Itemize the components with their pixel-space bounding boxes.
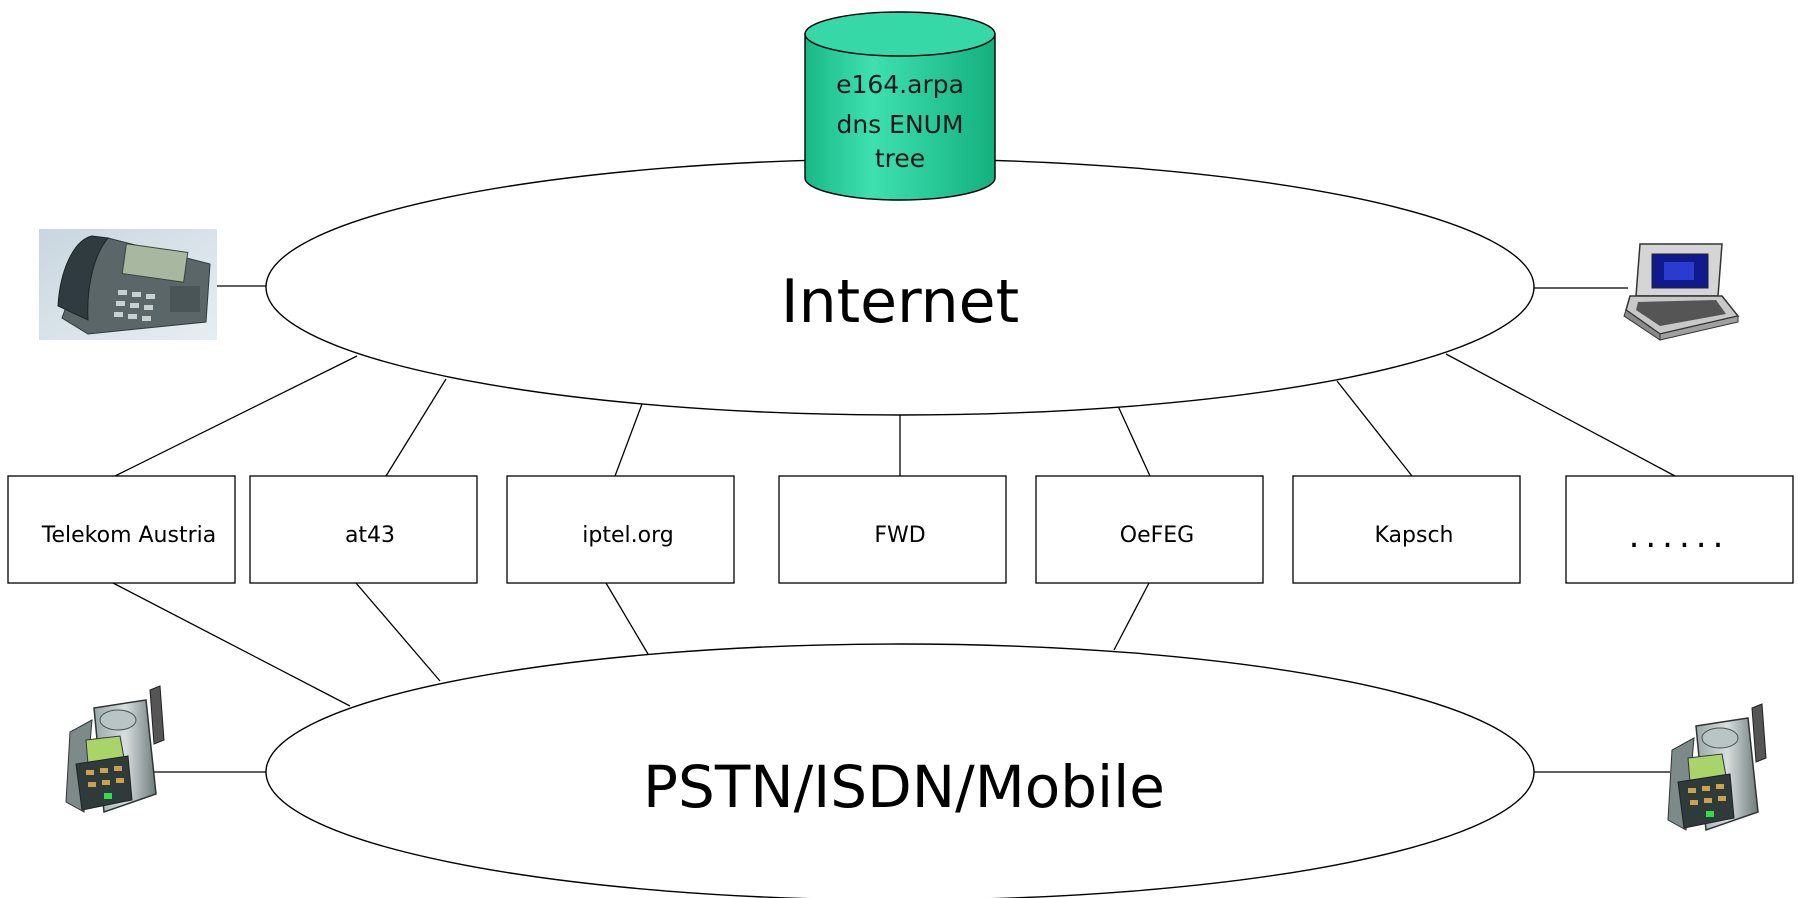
provider-label: FWD — [874, 523, 925, 548]
provider-label: Kapsch — [1375, 523, 1454, 548]
provider-box-more: ...... — [1565, 475, 1794, 584]
provider-label: Telekom Austria — [41, 523, 216, 548]
pstn-provider-links — [112, 582, 1150, 707]
pstn-label: PSTN/ISDN/Mobile — [643, 753, 1165, 821]
mobile-phone-icon — [65, 685, 165, 814]
link-internet-iptel — [614, 403, 643, 477]
provider-label: iptel.org — [582, 523, 673, 548]
link-internet-oefeg — [1117, 405, 1151, 477]
provider-box-oefeg: OeFEG — [1035, 475, 1264, 584]
internet-label: Internet — [781, 267, 1019, 337]
provider-box-telekom-austria: Telekom Austria — [7, 475, 236, 584]
database-line-1: e164.arpa — [836, 70, 964, 99]
device-links — [146, 285, 1670, 773]
link-pstn-iptel — [605, 582, 649, 655]
laptop-icon — [1623, 243, 1740, 341]
provider-label: OeFEG — [1120, 523, 1194, 548]
internet-provider-links — [114, 353, 1676, 477]
link-internet-at43 — [385, 378, 447, 477]
link-internet-other — [1445, 353, 1676, 477]
ip-desk-phone-icon — [39, 229, 217, 340]
provider-box-fwd: FWD — [778, 475, 1007, 584]
link-internet-kapsch — [1336, 380, 1413, 477]
link-pstn-telekom-austria — [112, 582, 351, 707]
link-pstn-oefeg — [1113, 582, 1150, 651]
database-line-3: tree — [875, 144, 925, 173]
provider-box-kapsch: Kapsch — [1292, 475, 1521, 584]
provider-box-iptel: iptel.org — [506, 475, 735, 584]
pstn-cloud: PSTN/ISDN/Mobile — [265, 643, 1535, 898]
mobile-phone-icon — [1667, 703, 1767, 832]
database-line-2: dns ENUM — [836, 110, 963, 139]
link-internet-telekom-austria — [114, 355, 358, 477]
provider-label: at43 — [345, 523, 395, 548]
provider-box-at43: at43 — [249, 475, 478, 584]
provider-label: ...... — [1629, 516, 1730, 556]
provider-row: Telekom Austria at43 iptel.org FWD OeFEG… — [7, 475, 1794, 584]
enum-database-cylinder: e164.arpa dns ENUM tree — [804, 11, 996, 201]
link-pstn-at43 — [355, 582, 441, 682]
